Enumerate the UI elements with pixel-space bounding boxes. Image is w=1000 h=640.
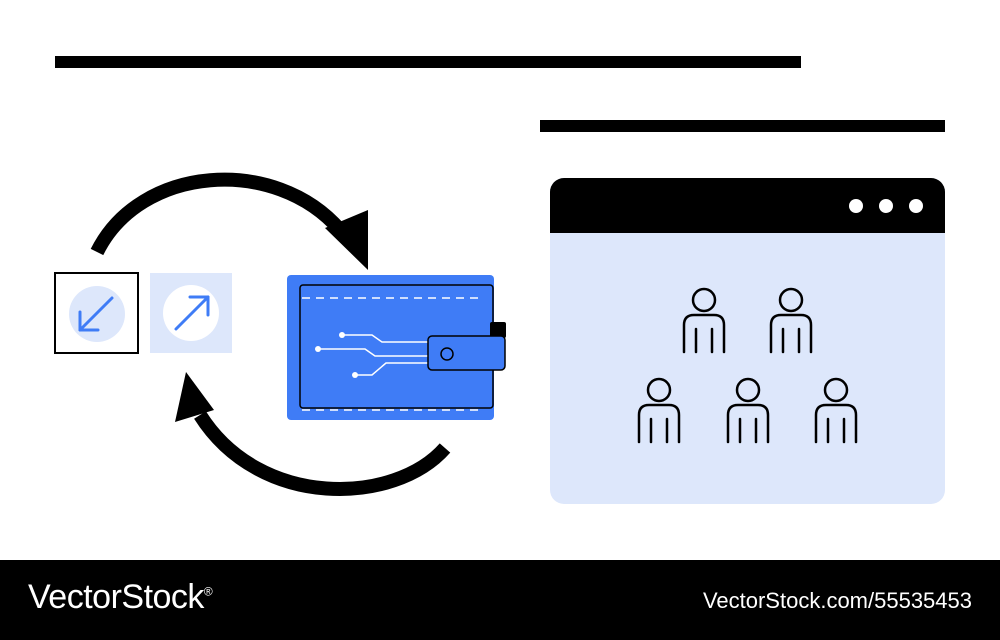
person-icon: [769, 287, 813, 354]
browser-window-icon: [550, 178, 945, 504]
registered-mark: ®: [203, 584, 213, 599]
arrow-down-left-icon: [54, 272, 139, 354]
arrow-up-right-icon: [150, 273, 232, 353]
person-icon: [814, 377, 858, 444]
illustration: [54, 172, 945, 504]
header-line-right: [540, 120, 945, 132]
brand-name: VectorStock: [28, 578, 204, 616]
person-icon: [682, 287, 726, 354]
header-line-top: [55, 56, 801, 68]
person-icon: [637, 377, 681, 444]
footer-bar: VectorStock® VectorStock.com/55535453: [0, 560, 1000, 640]
digital-wallet-icon: [287, 275, 506, 420]
person-icon: [726, 377, 770, 444]
people-group: [637, 287, 858, 444]
vectorstock-logo: VectorStock®: [28, 578, 213, 617]
image-id: VectorStock.com/55535453: [702, 588, 972, 613]
circular-arrows-icon: [90, 172, 451, 496]
